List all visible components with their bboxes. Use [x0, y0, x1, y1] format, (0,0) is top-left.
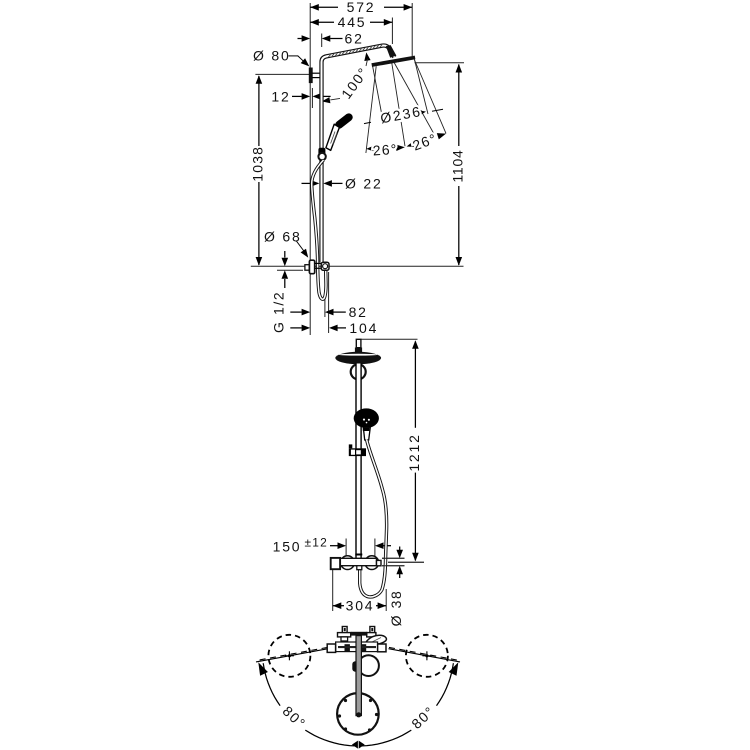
svg-text:304: 304 — [346, 598, 375, 614]
svg-text:82: 82 — [349, 304, 368, 320]
svg-text:572: 572 — [347, 0, 376, 15]
svg-text:1212: 1212 — [406, 433, 422, 471]
svg-text:150: 150 — [273, 539, 302, 555]
svg-text:445: 445 — [338, 14, 367, 30]
svg-text:12: 12 — [271, 88, 290, 104]
svg-text:±12: ±12 — [305, 535, 329, 549]
svg-text:Ø 80: Ø 80 — [253, 47, 291, 63]
svg-text:G 1/2: G 1/2 — [271, 291, 287, 333]
svg-text:Ø 68: Ø 68 — [264, 229, 302, 245]
svg-text:1038: 1038 — [249, 146, 265, 182]
svg-text:Ø 38: Ø 38 — [388, 590, 404, 627]
svg-text:104: 104 — [349, 320, 378, 336]
svg-text:62: 62 — [345, 31, 364, 47]
svg-text:26°: 26° — [372, 141, 398, 159]
svg-text:1104: 1104 — [449, 149, 465, 182]
svg-text:Ø 22: Ø 22 — [345, 175, 383, 191]
